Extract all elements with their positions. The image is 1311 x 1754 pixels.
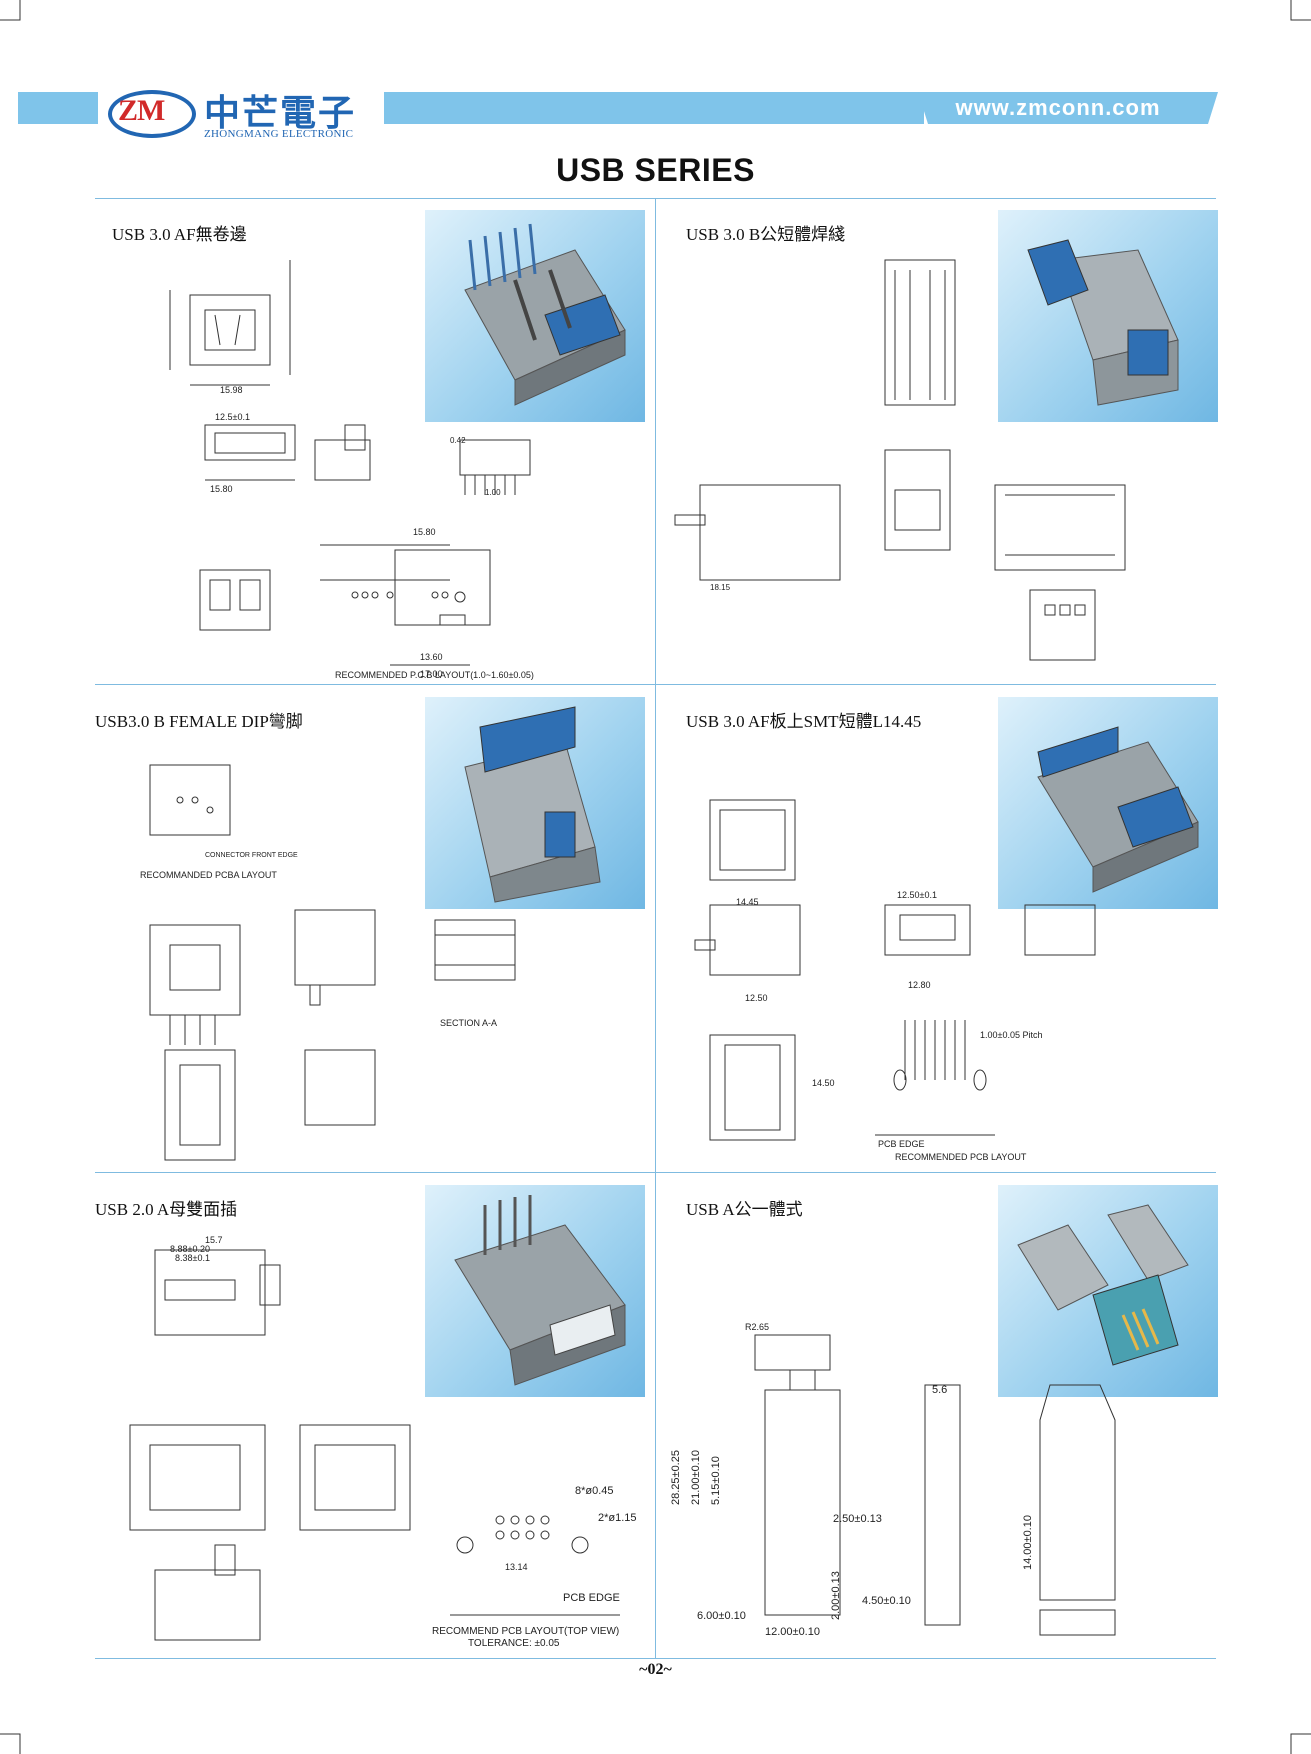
dim-28-25: 28.25±0.25 — [670, 1450, 682, 1505]
note-section-aa: SECTION A-A — [440, 1018, 498, 1028]
svg-text:18.15: 18.15 — [710, 583, 731, 592]
dim-13-14: 13.14 — [505, 1562, 528, 1572]
dim-5-15: 5.15±0.10 — [710, 1456, 722, 1505]
crop-mark-bottom-right — [1290, 1733, 1311, 1754]
drawing-usb30-b-female — [130, 745, 570, 1175]
note-pcb-edge: PCB EDGE — [563, 1592, 620, 1604]
section-title-usb20-a-female: USB 2.0 A母雙面插 — [95, 1200, 238, 1219]
product-photo-usb30-af — [425, 210, 645, 422]
product-photo-usb30-b-male — [998, 210, 1218, 422]
svg-text:17.00: 17.00 — [420, 669, 443, 679]
note-tolerance: TOLERANCE: ±0.05 — [468, 1638, 560, 1649]
note-connector-front-edge: CONNECTOR FRONT EDGE — [205, 852, 298, 859]
svg-text:0.42: 0.42 — [450, 436, 466, 445]
website-url[interactable]: www.zmconn.com — [955, 95, 1161, 120]
svg-text:15.98: 15.98 — [220, 385, 243, 395]
crop-mark-top-right — [1290, 0, 1311, 21]
brand-name-en: ZHONGMANG ELECTRONIC — [204, 128, 354, 140]
note-2-holes: 2*ø1.15 — [598, 1512, 637, 1524]
dim-12-80: 12.80 — [908, 980, 931, 990]
section-title-usb30-b-female: USB3.0 B FEMALE DIP彎脚 — [95, 712, 303, 731]
svg-text:15.80: 15.80 — [210, 484, 233, 494]
dim-14-45: 14.45 — [736, 897, 759, 907]
note-pcba-layout: RECOMMANDED PCBA LAYOUT — [140, 870, 277, 880]
dim-6-00: 6.00±0.10 — [697, 1610, 746, 1622]
section-title-usb30-b-male: USB 3.0 B公短體焊綫 — [686, 225, 846, 244]
dim-15-7: 15.7 — [205, 1235, 223, 1245]
product-photo-usb30-af-smt — [998, 697, 1218, 909]
dim-5-6: 5.6 — [932, 1384, 948, 1396]
logo-oval-icon — [108, 90, 196, 138]
company-logo: ZM 中芒電子 ZHONGMANG ELECTRONIC — [104, 84, 374, 142]
dim-12-00: 12.00±0.10 — [765, 1626, 820, 1638]
page-number: ~02~ — [639, 1661, 672, 1678]
drawing-usb-a-male — [680, 1310, 1210, 1655]
dim-14-00: 14.00±0.10 — [1022, 1515, 1034, 1570]
note-recommended-pcb-layout: RECOMMENDED PCB LAYOUT — [895, 1152, 1027, 1162]
section-title-usb-a-male: USB A公一體式 — [686, 1200, 803, 1219]
section-title-usb30-af-smt: USB 3.0 AF板上SMT短體L14.45 — [686, 712, 922, 731]
dim-21-00: 21.00±0.10 — [690, 1450, 702, 1505]
drawing-usb20-a-female — [120, 1235, 650, 1655]
drawing-usb30-b-male: 18.15 — [665, 250, 1205, 680]
page-title: USB SERIES — [556, 152, 755, 188]
logo-zm: ZM — [118, 94, 165, 127]
note-pcb-layout-1: RECOMMENDED P.C.B LAYOUT(1.0~1.60±0.05) — [335, 670, 534, 680]
note-pitch: 1.00±0.05 Pitch — [980, 1030, 1043, 1040]
dim-4-50: 4.50±0.10 — [862, 1595, 911, 1607]
dim-12-50-tol: 12.50±0.1 — [897, 890, 937, 900]
drawing-usb30-af-smt — [665, 790, 1205, 1175]
note-8-holes: 8*ø0.45 — [575, 1485, 614, 1497]
dim-2-50: 2.50±0.13 — [833, 1513, 882, 1525]
dim-8-88: 8.88±0.20 — [170, 1244, 210, 1254]
crop-mark-bottom-left — [0, 1733, 21, 1754]
svg-text:15.80: 15.80 — [413, 527, 436, 537]
grid-line-bottom — [95, 1658, 1216, 1659]
brand-name-cn: 中芒電子 — [204, 93, 357, 134]
svg-text:12.5±0.1: 12.5±0.1 — [215, 412, 250, 422]
dim-8-38: 8.38±0.1 — [175, 1253, 210, 1263]
header-banner-middle — [384, 92, 924, 124]
section-title-usb30-af: USB 3.0 AF無卷邊 — [112, 225, 247, 244]
header-banner-right — [918, 92, 1218, 124]
grid-line-center — [655, 198, 656, 1658]
drawing-usb30-af: 15.98 12.5±0.1 15.80 15.80 13.60 17.00 0… — [130, 245, 650, 685]
dim-r2-65: R2.65 — [745, 1322, 770, 1332]
product-photo-usb-a-male — [998, 1185, 1218, 1397]
crop-mark-top-left — [0, 0, 21, 21]
header-banner-left — [18, 92, 98, 124]
svg-text:13.60: 13.60 — [420, 652, 443, 662]
dim-12-50: 12.50 — [745, 993, 768, 1003]
svg-text:1.00: 1.00 — [485, 488, 501, 497]
note-recommend-pcb-layout: RECOMMEND PCB LAYOUT(TOP VIEW) — [432, 1626, 620, 1637]
product-photo-usb20-a-female — [425, 1185, 645, 1397]
dim-2-00: 2.00±0.13 — [830, 1571, 842, 1620]
note-pcb-edge-smt: PCB EDGE — [878, 1139, 925, 1149]
product-photo-usb30-b-female — [425, 697, 645, 909]
dim-14-50: 14.50 — [812, 1078, 835, 1088]
